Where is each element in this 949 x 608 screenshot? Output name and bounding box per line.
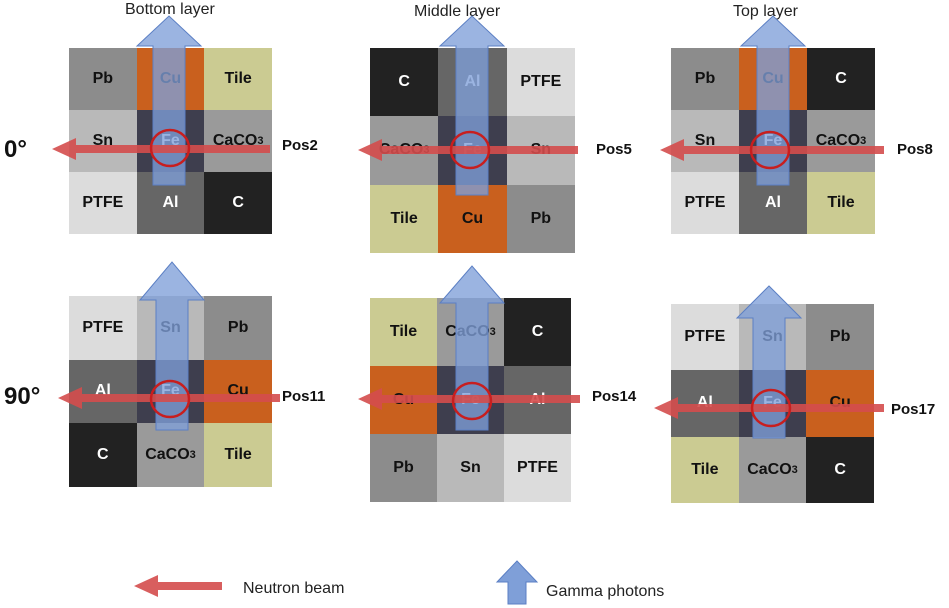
material-cell-ptfe: PTFE — [504, 434, 571, 502]
neutron-beam-arrow-icon — [358, 139, 578, 161]
layer-title-middle: Middle layer — [414, 3, 501, 20]
material-cell-c: C — [204, 172, 272, 234]
material-cell-c: C — [806, 436, 874, 503]
material-cell-cu: Cu — [438, 184, 507, 253]
material-cell-pb: Pb — [506, 184, 575, 253]
material-cell-pb: Pb — [204, 296, 272, 360]
material-cell-tile: Tile — [671, 436, 739, 503]
angle-label-90: 90° — [4, 383, 41, 410]
gamma-arrow-icon — [739, 15, 807, 186]
material-cell-pb: Pb — [69, 48, 137, 110]
material-cell-tile: Tile — [204, 48, 272, 110]
material-cell-cu: Cu — [204, 359, 272, 424]
layer-title-top: Top layer — [733, 3, 798, 20]
material-cell-ptfe: PTFE — [69, 172, 137, 234]
neutron-beam-arrow-icon — [58, 387, 280, 409]
panel-pos8-grid: PbCuCSnFeCaCO3PTFEAlTile — [671, 48, 875, 234]
layer-title-bottom: Bottom layer — [125, 1, 215, 18]
gamma-arrow-icon — [438, 265, 506, 431]
fe-highlight-circle-icon — [149, 128, 191, 168]
neutron-beam-arrow-icon — [358, 388, 580, 410]
material-cell-tile: Tile — [370, 298, 437, 366]
legend-gamma-label: Gamma photons — [546, 583, 665, 600]
pos-label-8: Pos8 — [897, 141, 933, 158]
material-cell-tile: Tile — [204, 423, 272, 487]
gamma-arrow-icon — [138, 261, 206, 431]
material-cell-sn: Sn — [437, 434, 504, 502]
fe-highlight-circle-icon — [449, 130, 491, 170]
angle-label-0: 0° — [4, 136, 27, 163]
legend-neutron-arrow-icon — [134, 575, 222, 597]
neutron-beam-arrow-icon — [52, 138, 270, 160]
fe-highlight-circle-icon — [451, 381, 493, 421]
pos-label-11: Pos11 — [282, 388, 326, 405]
fe-highlight-circle-icon — [750, 388, 792, 428]
material-cell-c: C — [370, 48, 439, 117]
pos-label-17: Pos17 — [891, 401, 936, 418]
pos-label-14: Pos14 — [592, 388, 637, 405]
panel-pos2-grid: PbCuTileSnFeCaCO3PTFEAlC — [69, 48, 272, 234]
material-cell-ptfe: PTFE — [671, 304, 739, 371]
fe-highlight-circle-icon — [749, 130, 791, 170]
gamma-arrow-icon — [135, 15, 203, 186]
material-cell-al: Al — [671, 370, 739, 437]
material-cell-pb: Pb — [671, 48, 739, 110]
neutron-beam-arrow-icon — [660, 139, 884, 161]
fe-highlight-circle-icon — [149, 379, 191, 419]
material-cell-tile: Tile — [807, 172, 875, 234]
material-cell-tile: Tile — [370, 184, 439, 253]
legend-neutron-label: Neutron beam — [243, 580, 345, 597]
pos-label-5: Pos5 — [596, 141, 632, 158]
neutron-beam-arrow-icon — [654, 397, 884, 419]
gamma-arrow-icon — [735, 285, 803, 439]
material-cell-c: C — [807, 48, 875, 110]
material-cell-ptfe: PTFE — [69, 296, 137, 360]
material-cell-ptfe: PTFE — [671, 172, 739, 234]
pos-label-2: Pos2 — [282, 137, 318, 154]
material-cell-pb: Pb — [370, 434, 437, 502]
material-cell-sn: Sn — [69, 110, 137, 172]
material-cell-c: C — [69, 423, 137, 487]
material-cell-c: C — [504, 298, 571, 366]
material-cell-pb: Pb — [806, 304, 874, 371]
material-cell-ptfe: PTFE — [506, 48, 575, 117]
legend-gamma-arrow-icon — [495, 560, 539, 605]
